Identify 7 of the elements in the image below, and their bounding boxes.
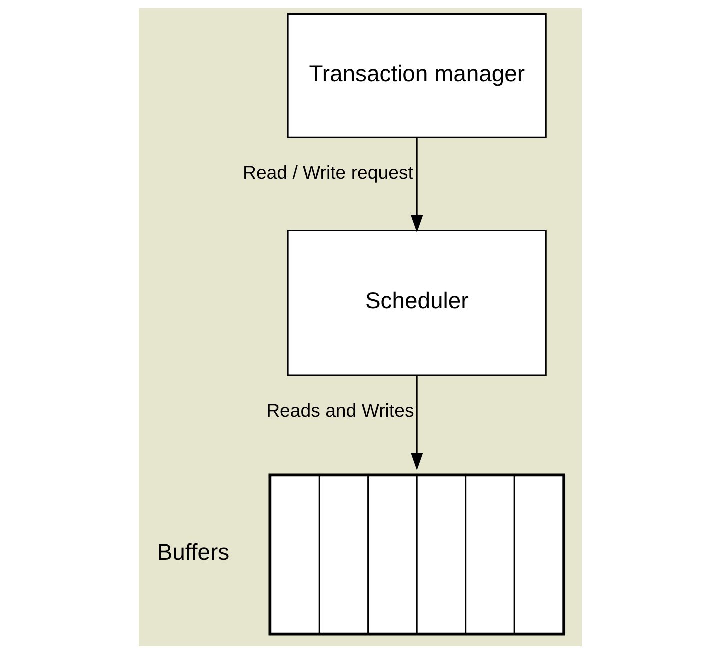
edge-label: Read / Write request: [242, 162, 413, 184]
node-box: Scheduler: [286, 230, 546, 376]
arrow: [410, 376, 423, 471]
node-box: Transaction manager: [286, 14, 546, 138]
node-label: Buffers: [156, 539, 230, 566]
edge-label: Reads and Writes: [266, 400, 414, 421]
arrow: [410, 138, 423, 233]
